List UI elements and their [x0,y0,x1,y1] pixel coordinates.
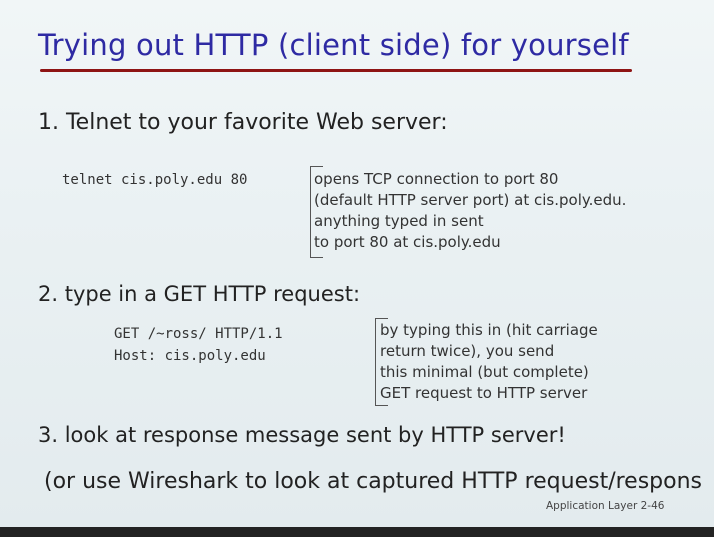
step1-note-line: opens TCP connection to port 80 [314,170,559,188]
title-underline [40,69,632,72]
step3-heading: 3. look at response message sent by HTTP… [38,423,566,447]
step2-note: by typing this in (hit carriage return t… [380,320,598,404]
bottom-bar [0,527,714,537]
step1-note: opens TCP connection to port 80 (default… [314,169,626,253]
host-header-line: Host: cis.poly.edu [114,348,266,364]
slide-footer: Application Layer 2-46 [546,500,665,512]
wireshark-note: (or use Wireshark to look at captured HT… [44,469,702,494]
step1-note-line: to port 80 at cis.poly.edu [314,233,501,251]
step2-note-line: by typing this in (hit carriage [380,321,598,339]
step2-heading: 2. type in a GET HTTP request: [38,282,361,306]
get-request-line: GET /~ross/ HTTP/1.1 [114,326,283,342]
step1-bracket [310,166,323,258]
slide-title: Trying out HTTP (client side) for yourse… [38,28,629,62]
step2-note-line: return twice), you send [380,342,555,360]
step2-bracket [375,318,388,406]
telnet-command: telnet cis.poly.edu 80 [62,172,248,188]
step1-note-line: (default HTTP server port) at cis.poly.e… [314,191,627,209]
step1-note-line: anything typed in sent [314,212,484,230]
step2-note-line: GET request to HTTP server [380,384,588,402]
step1-heading: 1. Telnet to your favorite Web server: [38,110,448,135]
step2-note-line: this minimal (but complete) [380,363,589,381]
